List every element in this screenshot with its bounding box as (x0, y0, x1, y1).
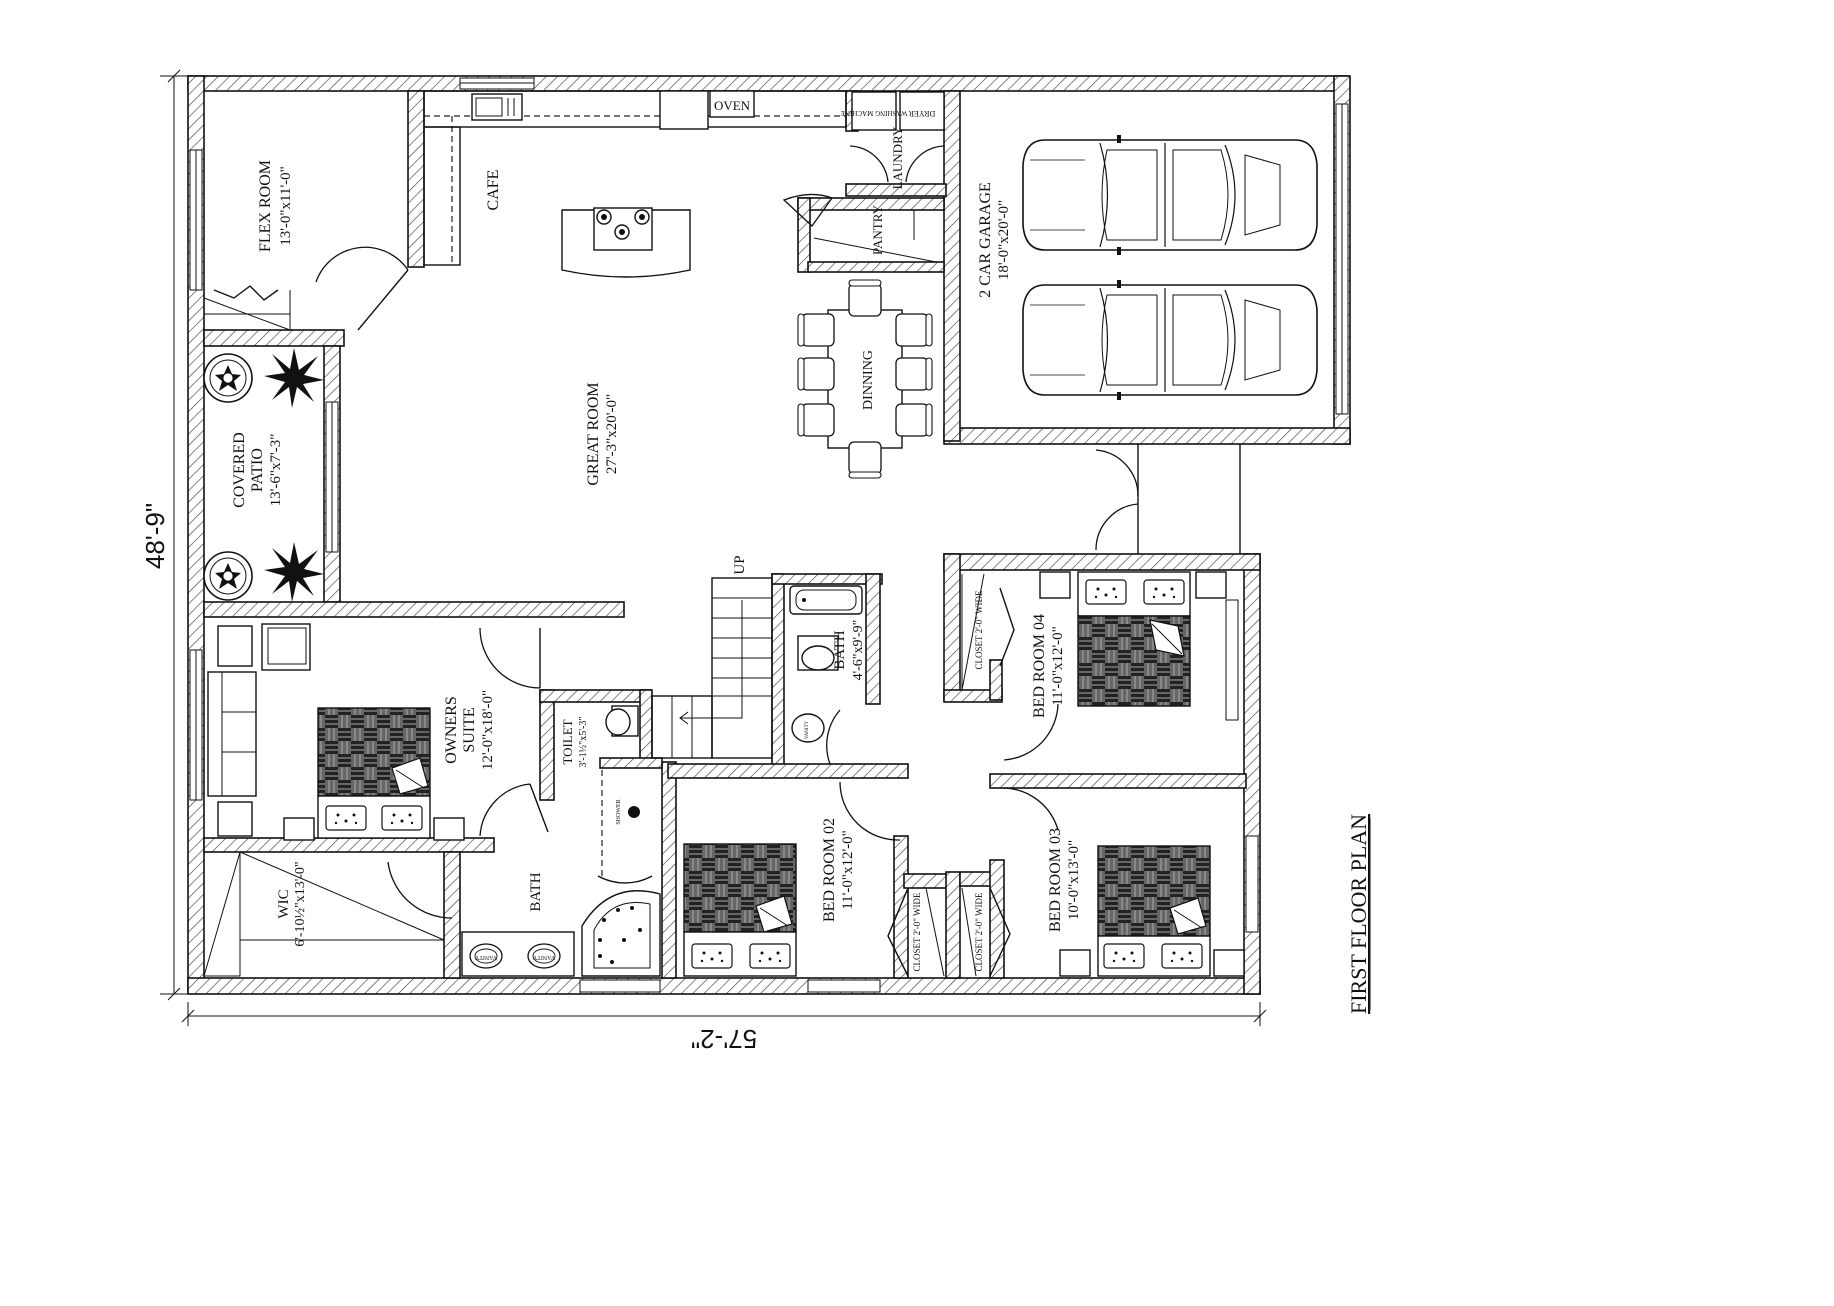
closet-bed04: CLOSET 2'-0" WIDE (943, 573, 1015, 703)
toilet-label: TOILET (560, 719, 575, 764)
owners-label-2: SUITE (461, 707, 478, 752)
car-icon (1022, 134, 1318, 256)
garage: 2 CAR GARAGE 18'-0"x20'-0" (977, 134, 1318, 401)
bed04-label: BED ROOM 04 (1031, 614, 1048, 718)
sink-icon (471, 93, 523, 121)
bed03-label: BED ROOM 03 (1047, 828, 1064, 932)
bed04-size: 11'-0"x12'-0" (1050, 626, 1066, 706)
shower-label: SHOWER (616, 799, 622, 824)
flex-room-size: 13'-0"x11'-0" (278, 166, 294, 246)
vanity-label: VANITY (805, 720, 810, 739)
closet-bed03: CLOSET 2'-0" WIDE (961, 887, 1011, 977)
great-room-label: GREAT ROOM (585, 382, 602, 485)
covered-patio: COVERED PATIO 13'-6"x7'-3" (203, 348, 324, 602)
bed-icon (317, 707, 431, 839)
garage-size: 18'-0"x20'-0" (996, 200, 1012, 280)
laundry-label: LAUNDRY (890, 126, 905, 189)
plant-pot-icon (203, 551, 253, 601)
owners-size: 12'-0"x18'-0" (480, 690, 496, 770)
plant-icon (264, 542, 324, 602)
plant-icon (264, 348, 324, 408)
bed-room-02: BED ROOM 02 11'-0"x12'-0" (683, 818, 856, 977)
small-bath: VANITY BATH 4'-6"x9'-9" (789, 585, 866, 743)
oven-label: OVEN (714, 98, 751, 113)
width-dimension: 57'-2" (691, 1024, 757, 1054)
dining-table: DINNING (797, 279, 933, 479)
pantry-label: PANTRY (870, 204, 885, 255)
small-bath-label: BATH (832, 630, 848, 669)
closet-label: CLOSET 2'-0" WIDE (912, 892, 922, 971)
owners-suite: OWNERS SUITE 12'-0"x18'-0" (207, 623, 496, 841)
patio-label-1: COVERED (231, 432, 248, 508)
height-dimension: 48'-9" (140, 503, 170, 569)
flex-room: FLEX ROOM 13'-0"x11'-0" (203, 160, 294, 331)
shower: SHOWER (601, 770, 640, 876)
bed02-label: BED ROOM 02 (821, 818, 838, 922)
wic-label: WIC (276, 889, 292, 918)
flex-room-label: FLEX ROOM (257, 160, 274, 252)
bed-room-04: BED ROOM 04 11'-0"x12'-0" (1031, 571, 1227, 718)
small-bath-size: 4'-6"x9'-9" (851, 620, 866, 681)
vanity-label-3: VANITY (532, 954, 555, 960)
bed02-size: 11'-0"x12'-0" (840, 830, 856, 910)
master-bath: VANITY VANITY BATH (461, 872, 661, 977)
car-icon (1022, 279, 1318, 401)
bed03-size: 10'-0"x13'-0" (1066, 840, 1082, 920)
patio-size: 13'-6"x7'-3" (268, 434, 284, 507)
master-bath-label: BATH (528, 872, 544, 911)
closet-label: CLOSET 2'-0" WIDE (974, 892, 984, 971)
dryer-label: DRYER (908, 109, 935, 118)
dining-label: DINNING (861, 350, 876, 410)
cafe-label: CAFE (485, 170, 502, 211)
vanity-label-2: VANITY (474, 954, 497, 960)
wic-size: 6'-10½"x13'-0" (293, 861, 308, 946)
toilet-size: 3'-1½"x5'-3" (578, 717, 589, 768)
laundry: WASHING MACHINE DRYER LAUNDRY (841, 91, 945, 189)
bed-room-03: BED ROOM 03 10'-0"x13'-0" (1047, 828, 1245, 977)
closet-label: CLOSET 2'-0" WIDE (974, 590, 984, 669)
interior-walls (203, 90, 1247, 979)
pantry: PANTRY (813, 204, 937, 263)
windows (189, 77, 1349, 993)
bed-icon (1077, 571, 1191, 707)
plan-title: FIRST FLOOR PLAN (1346, 814, 1371, 1014)
closet-bed02: CLOSET 2'-0" WIDE (887, 887, 945, 977)
patio-label-2: PATIO (249, 448, 266, 492)
plant-pot-icon (203, 353, 253, 403)
wic: WIC 6'-10½"x13'-0" (203, 851, 445, 977)
stairs-up-label: UP (732, 555, 748, 574)
kitchen: OVEN CAFE (423, 90, 847, 278)
garage-label: 2 CAR GARAGE (977, 182, 994, 298)
great-room-size: 27'-3"x20'-0" (604, 394, 620, 474)
doors (213, 145, 1241, 919)
staircase: UP (651, 555, 773, 759)
toilet-room: TOILET 3'-1½"x5'-3" (560, 705, 639, 768)
bed-icon (1097, 845, 1211, 977)
washing-machine-label: WASHING MACHINE (841, 109, 908, 117)
owners-label-1: OWNERS (443, 696, 460, 764)
dimension-lines: 48'-9" 57'-2" (140, 69, 1267, 1054)
bed-icon (683, 843, 797, 977)
kitchen-island (561, 207, 691, 278)
